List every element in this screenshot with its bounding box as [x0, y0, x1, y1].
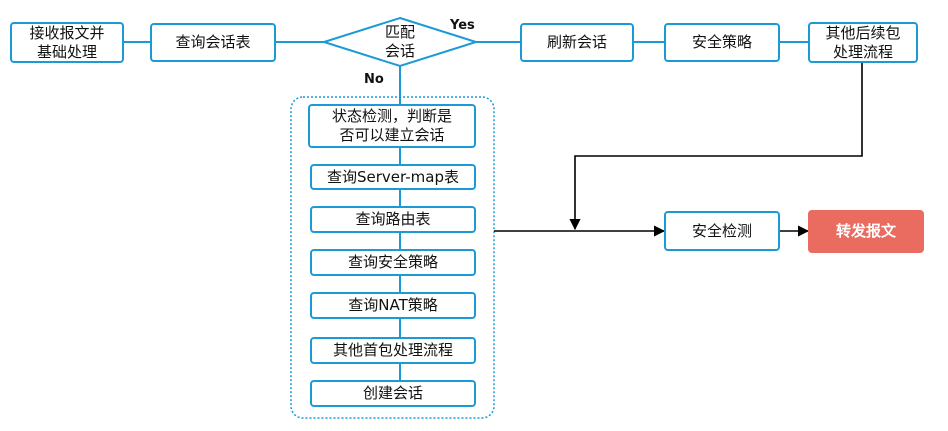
- state-check-node: 状态检测，判断是 否可以建立会话: [308, 104, 476, 148]
- query-session-table-node: 查询会话表: [150, 23, 276, 62]
- create-session-label: 创建会话: [362, 384, 423, 402]
- query-nat-policy-node: 查询NAT策略: [310, 292, 476, 319]
- other-first-packet-node: 其他首包处理流程: [310, 337, 476, 364]
- security-policy-top-node: 安全策略: [664, 23, 780, 62]
- state-check-label: 状态检测，判断是 否可以建立会话: [331, 107, 452, 144]
- query-server-map-node: 查询Server-map表: [310, 164, 476, 190]
- security-check-label: 安全检测: [691, 221, 752, 240]
- match-session-label: 匹配 会话: [384, 23, 415, 60]
- query-security-policy-label: 查询安全策略: [347, 253, 438, 271]
- yes-label: Yes: [450, 18, 475, 33]
- other-subsequent-node: 其他后续包 处理流程: [808, 22, 918, 63]
- other-subsequent-label: 其他后续包 处理流程: [825, 23, 901, 61]
- other-first-packet-label: 其他首包处理流程: [332, 341, 453, 359]
- query-session-table-label: 查询会话表: [175, 33, 251, 51]
- query-nat-policy-label: 查询NAT策略: [348, 296, 438, 314]
- query-server-map-label: 查询Server-map表: [327, 167, 459, 186]
- refresh-session-node: 刷新会话: [520, 23, 634, 62]
- receive-label: 接收报文并 基础处理: [29, 23, 105, 61]
- query-route-label: 查询路由表: [355, 210, 431, 228]
- security-policy-top-label: 安全策略: [691, 33, 752, 51]
- forward-packet-label: 转发报文: [835, 222, 896, 240]
- create-session-node: 创建会话: [310, 380, 476, 407]
- security-check-node: 安全检测: [664, 211, 780, 251]
- query-route-node: 查询路由表: [310, 206, 476, 233]
- first-packet-group: [290, 96, 495, 419]
- arrow-other-to-security-check: [569, 61, 863, 231]
- match-session-diamond: [320, 16, 480, 68]
- no-label: No: [364, 72, 384, 87]
- query-security-policy-node: 查询安全策略: [310, 249, 476, 276]
- forward-packet-node: 转发报文: [808, 210, 924, 253]
- refresh-session-label: 刷新会话: [546, 33, 607, 51]
- receive-node: 接收报文并 基础处理: [10, 22, 124, 63]
